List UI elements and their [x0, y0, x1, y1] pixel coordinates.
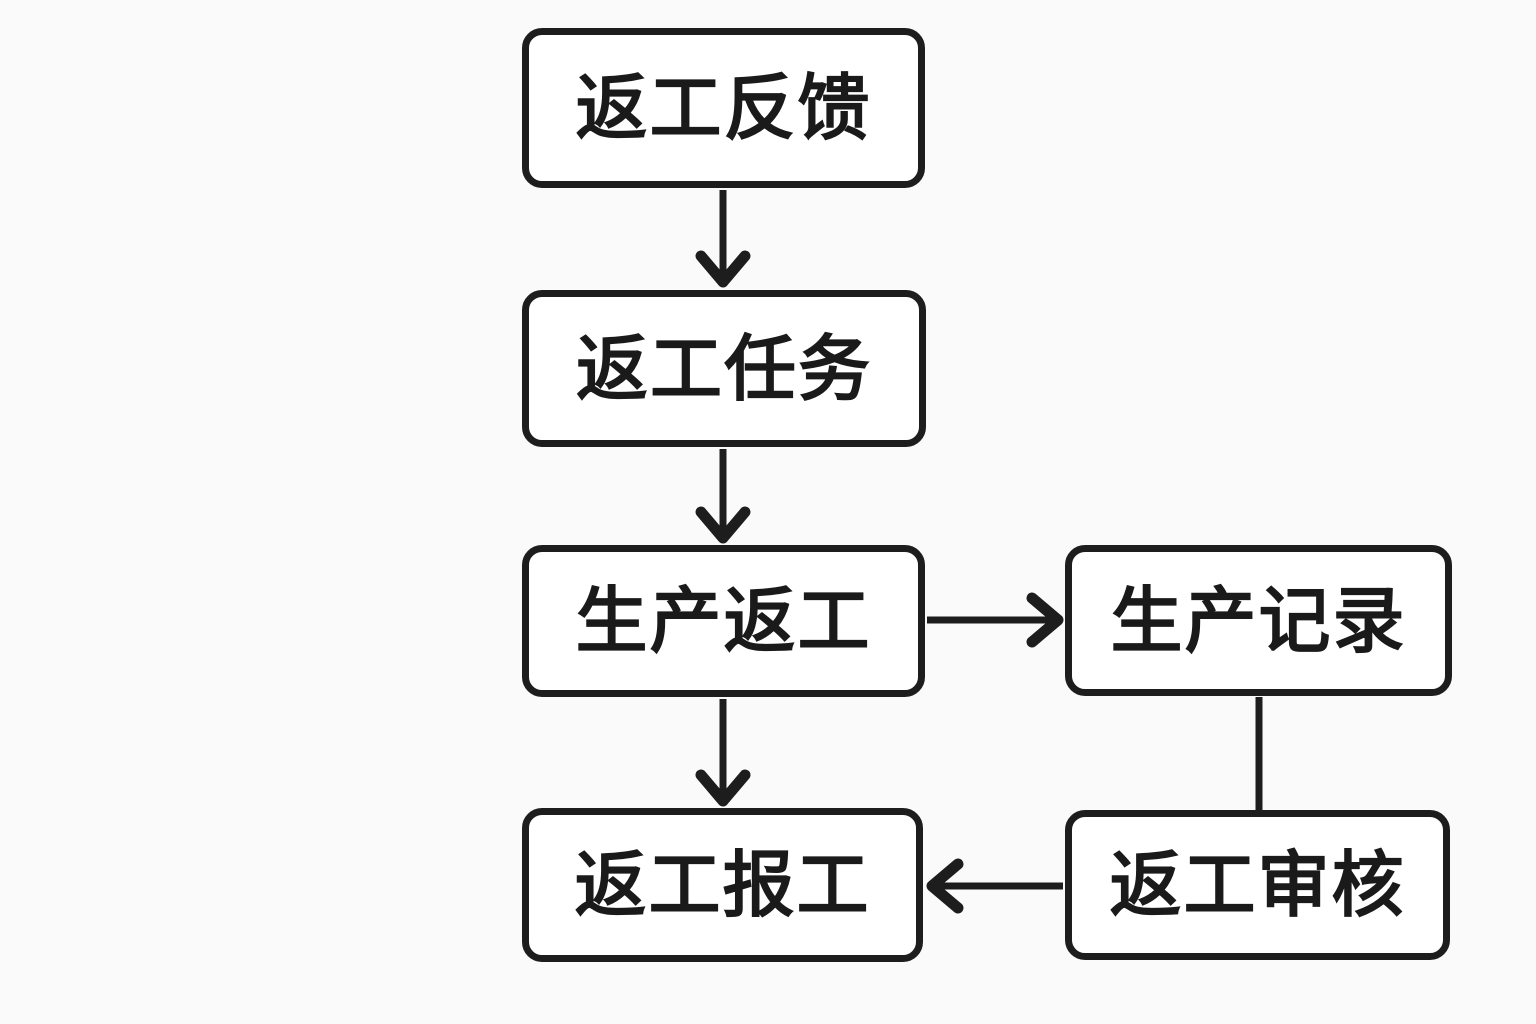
node-rework-reporting: 返工报工 [522, 808, 923, 962]
node-production-record-label: 生产记录 [1110, 578, 1407, 663]
edge-feedback-to-task [695, 190, 751, 288]
node-production-rework: 生产返工 [522, 545, 925, 697]
edge-review-to-reporting [926, 858, 1063, 914]
node-rework-review: 返工审核 [1065, 810, 1450, 960]
node-production-record: 生产记录 [1065, 545, 1452, 696]
edge-task-to-production-rework [695, 449, 751, 544]
edge-production-rework-to-record [927, 592, 1064, 648]
node-rework-task: 返工任务 [522, 290, 926, 447]
node-rework-review-label: 返工审核 [1109, 843, 1406, 927]
node-rework-feedback-label: 返工反馈 [575, 66, 872, 150]
node-rework-feedback: 返工反馈 [522, 28, 925, 188]
node-rework-task-label: 返工任务 [575, 326, 872, 411]
node-rework-reporting-label: 返工报工 [574, 843, 871, 927]
edge-production-rework-to-reporting [695, 699, 751, 807]
node-production-rework-label: 生产返工 [575, 579, 872, 663]
